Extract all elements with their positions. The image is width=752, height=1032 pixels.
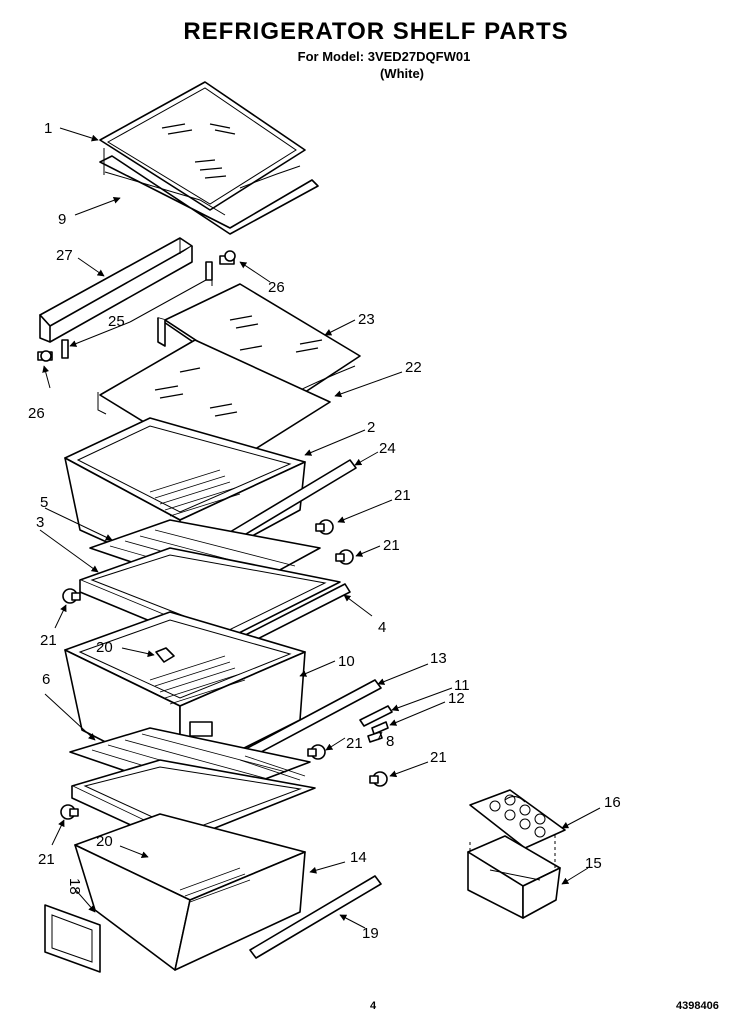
callout-27: 27 xyxy=(56,247,73,264)
part-16-egg-tray xyxy=(469,789,566,849)
part-14-bottom-drawer xyxy=(74,813,306,971)
color-subtitle: (White) xyxy=(379,66,425,81)
callout-4: 4 xyxy=(378,619,386,636)
part-8-latch xyxy=(367,731,383,743)
callout-24: 24 xyxy=(379,440,396,457)
document-number: 4398406 xyxy=(676,1000,719,1012)
callout-2: 2 xyxy=(367,419,375,436)
callout-10: 10 xyxy=(338,653,355,670)
callout-21-e: 21 xyxy=(430,749,447,766)
callout-21-d: 21 xyxy=(346,735,363,752)
leader-lines xyxy=(39,127,601,929)
callout-19: 19 xyxy=(362,925,379,942)
part-1-top-glass-shelf xyxy=(99,81,306,211)
part-26-screw-upper xyxy=(219,250,236,265)
part-19-drawer-trim xyxy=(249,875,382,959)
callout-13: 13 xyxy=(430,650,447,667)
part-20-clip-upper xyxy=(155,647,175,663)
callout-12: 12 xyxy=(448,690,465,707)
part-21-screw-b xyxy=(335,549,354,565)
callout-21-b: 21 xyxy=(383,537,400,554)
callout-14: 14 xyxy=(350,849,367,866)
callout-8: 8 xyxy=(386,733,394,750)
part-25-bracket-upper xyxy=(205,261,213,281)
callout-26: 26 xyxy=(268,279,285,296)
callout-20-lower: 20 xyxy=(96,833,113,850)
callout-22: 22 xyxy=(405,359,422,376)
part-21-screw-f xyxy=(60,804,79,820)
callout-16: 16 xyxy=(604,794,621,811)
callout-3: 3 xyxy=(36,514,44,531)
callout-labels: 1 9 27 26 25 23 26 22 2 24 5 21 3 21 21 … xyxy=(28,120,621,942)
part-21-screw-c xyxy=(62,588,81,604)
callout-21-c: 21 xyxy=(40,632,57,649)
part-21-screw-d xyxy=(307,744,326,760)
part-15-storage-bin xyxy=(467,835,561,919)
page-number: 4 xyxy=(370,1000,377,1012)
part-26-screw-lower xyxy=(37,350,53,362)
part-27-rail xyxy=(39,237,193,343)
part-21-screw-a xyxy=(315,519,334,535)
part-18-label-card xyxy=(44,904,101,973)
callout-20-upper: 20 xyxy=(96,639,113,656)
part-25-bracket-lower xyxy=(61,339,69,359)
model-subtitle: For Model: 3VED27DQFW01 xyxy=(297,49,471,64)
callout-5: 5 xyxy=(40,494,48,511)
callout-21-f: 21 xyxy=(38,851,55,868)
callout-18: 18 xyxy=(66,878,83,895)
callout-25: 25 xyxy=(108,313,125,330)
callout-11: 11 xyxy=(454,677,470,694)
part-9-shelf-frame xyxy=(99,148,319,235)
callout-21-a: 21 xyxy=(394,487,411,504)
page-title: REFRIGERATOR SHELF PARTS xyxy=(183,18,569,45)
callout-26-lower: 26 xyxy=(28,405,45,422)
part-21-screw-e xyxy=(369,771,388,787)
callout-15: 15 xyxy=(585,855,602,872)
part-11-clip xyxy=(359,705,393,727)
part-12-slide xyxy=(371,721,389,735)
callout-1: 1 xyxy=(44,120,52,137)
callout-6: 6 xyxy=(42,671,50,688)
callout-9: 9 xyxy=(58,211,66,228)
callout-23: 23 xyxy=(358,311,375,328)
